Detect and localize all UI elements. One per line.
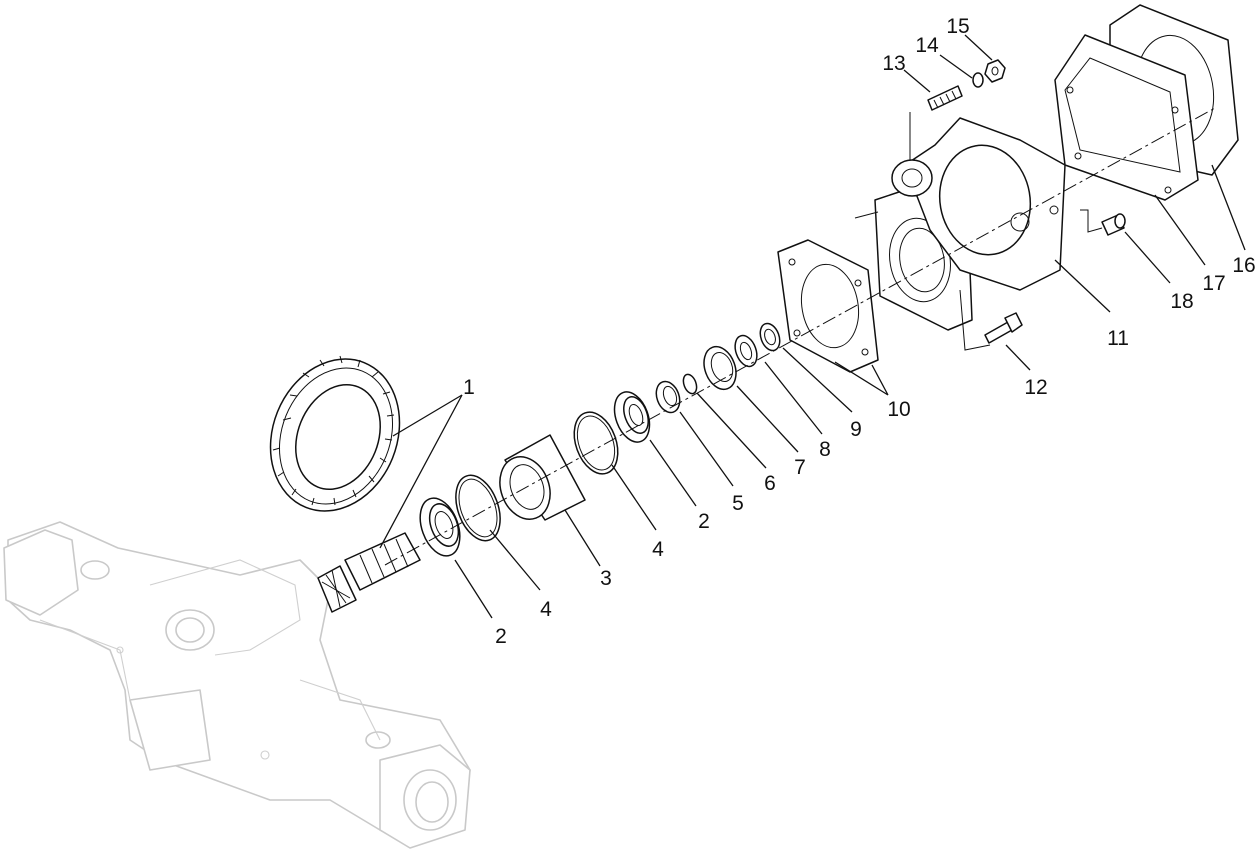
cover-housing — [874, 117, 1066, 331]
oil-seal — [703, 345, 737, 391]
callout-18: 18 — [1170, 290, 1193, 313]
axis-centerline — [384, 107, 1216, 566]
stud — [927, 85, 963, 111]
callout-9: 9 — [850, 418, 862, 441]
ring-nut — [759, 322, 781, 352]
callout-4-left: 4 — [540, 598, 552, 621]
callout-5: 5 — [732, 492, 744, 515]
callout-4-right: 4 — [652, 538, 664, 561]
spacer — [655, 380, 681, 414]
crown-gear — [269, 355, 401, 512]
alignment-lines — [854, 112, 1103, 351]
bolt — [984, 312, 1023, 344]
callout-17: 17 — [1202, 272, 1225, 295]
callout-13: 13 — [882, 52, 905, 75]
callout-10: 10 — [887, 398, 910, 421]
snap-ring-right — [573, 411, 619, 475]
callout-2-right: 2 — [698, 510, 710, 533]
callout-12: 12 — [1024, 376, 1047, 399]
callout-6: 6 — [764, 472, 776, 495]
flange-gasket — [1054, 34, 1199, 201]
washer — [972, 72, 984, 88]
dowel-pin — [1101, 213, 1126, 236]
bearing-left — [419, 497, 461, 557]
gasket — [777, 239, 879, 373]
lock-washer — [734, 334, 758, 368]
callout-2-left: 2 — [495, 625, 507, 648]
callout-11: 11 — [1107, 327, 1129, 350]
callout-7: 7 — [794, 456, 806, 479]
leader-lines — [379, 34, 1246, 619]
callout-15: 15 — [946, 15, 969, 38]
nut — [984, 59, 1006, 83]
callout-16: 16 — [1232, 254, 1255, 277]
o-ring — [682, 373, 698, 395]
callout-1: 1 — [463, 376, 475, 399]
callout-labels: 1 2 2 3 4 4 5 6 7 8 9 10 11 12 13 14 15 … — [463, 15, 1256, 648]
pinion-shaft — [317, 532, 421, 613]
bearing-right — [613, 391, 651, 443]
snap-ring-left — [455, 474, 501, 542]
callout-3: 3 — [600, 567, 612, 590]
callout-8: 8 — [819, 438, 831, 461]
bearing-sleeve — [499, 434, 586, 521]
callout-14: 14 — [915, 34, 939, 57]
axle-housing-ghost — [3, 521, 471, 849]
